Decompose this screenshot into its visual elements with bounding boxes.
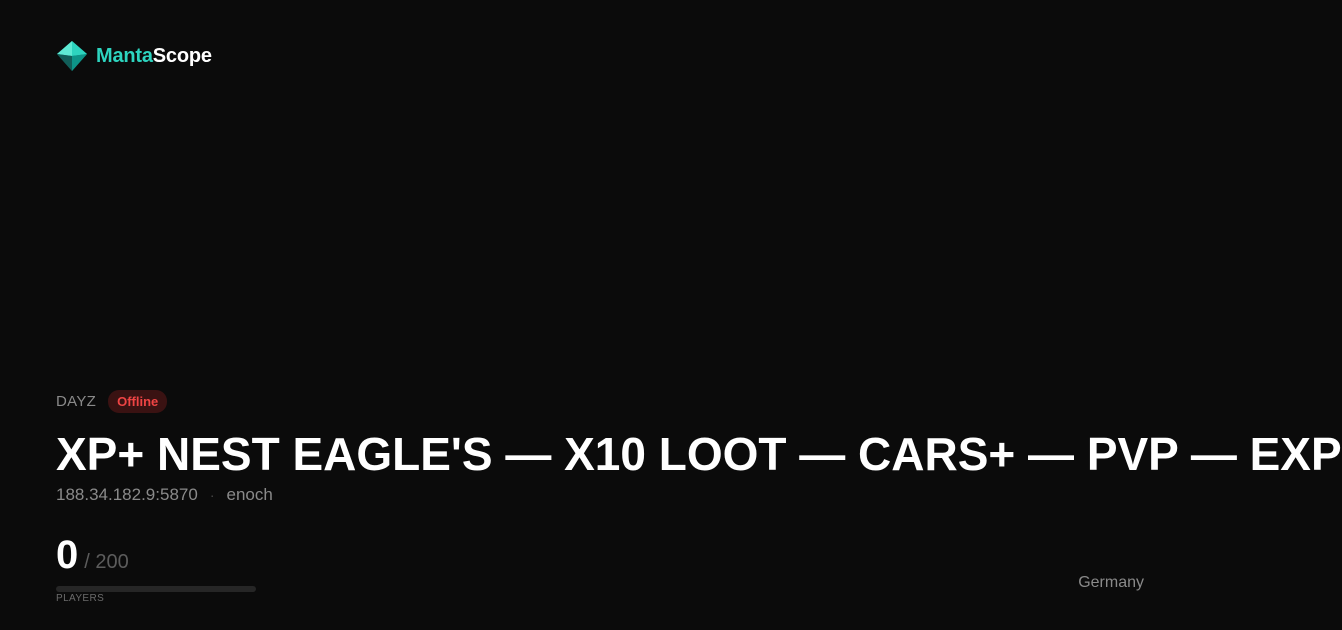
server-details: 188.34.182.9:5870 · enoch: [56, 485, 273, 505]
brand-name-rest: Scope: [152, 45, 212, 67]
players-current: 0: [56, 533, 79, 577]
server-country: Germany: [1078, 574, 1144, 591]
brand-name: MantaScope: [96, 46, 212, 66]
server-address[interactable]: 188.34.182.9:5870: [56, 485, 198, 504]
server-meta-row: DAYZ Offline: [56, 390, 168, 413]
server-map: enoch: [226, 485, 273, 504]
brand[interactable]: MantaScope: [56, 40, 212, 72]
players-progress-bar: [56, 586, 256, 592]
og-card: MantaScope DAYZ Offline XP+ NEST EAGLE'S…: [56, 40, 1342, 604]
server-title: XP+ NEST EAGLE'S — X10 LOOT — CARS+ — PV…: [56, 428, 1342, 480]
players-max: / 200: [84, 551, 129, 573]
manta-diamond-icon: [57, 41, 87, 71]
brand-name-accent: Manta: [96, 45, 153, 67]
players-count: 0 / 200: [56, 533, 129, 577]
players-label: PLAYERS: [56, 593, 105, 604]
game-tag: DAYZ: [56, 393, 97, 410]
separator: ·: [209, 487, 215, 503]
status-badge: Offline: [108, 390, 168, 413]
